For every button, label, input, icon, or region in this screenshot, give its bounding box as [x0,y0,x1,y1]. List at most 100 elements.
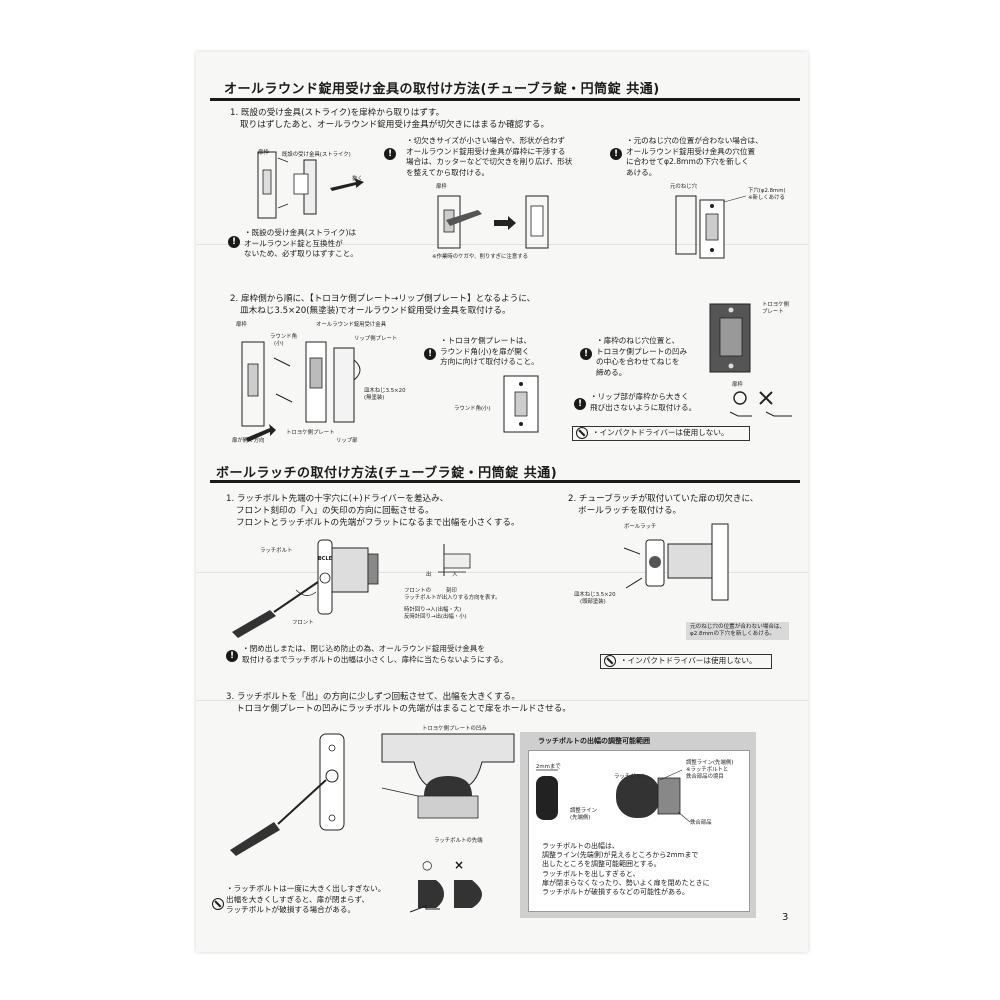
label-2mm: 2mmまで [536,764,561,770]
desc-line: ラッチボルトが破損するなどの可能性がある。 [542,888,689,897]
warning-line: ないため、必ず取りはずすこと。 [244,249,358,258]
lip-warning: ・リップ部が扉枠から大きく 飛び出さないように取付ける。 [590,392,696,413]
pilot-hole-figure [675,195,747,259]
label-new-hole-1: 下穴(φ2.8mm) [748,188,786,194]
warning-line: 場合は、カッターなどで切欠きを削り広げ、形状 [406,157,573,166]
warning-text-2: ・切欠きサイズが小さい場合や、形状が合わず オールラウンド錠用受け金具が扉枠に干… [406,136,572,178]
warning-icon: ! [580,348,592,360]
instruction-sheet: オールラウンド錠用受け金具の取付け方法(チューブラ錠・円筒錠 共通) 1. 既設… [196,52,808,952]
section2-title: ボールラッチの取付け方法(チューブラ錠・円筒錠 共通) [216,466,558,481]
hole-note: 元のねじ穴の位置が合わない場合は、 φ2.8mmの下穴を新しくあける。 [686,622,790,640]
impact-driver-ban-2: ・インパクトドライバーは使用しない。 [620,656,757,665]
label-screw-1: 皿木ねじ3.5×20 [574,592,616,598]
prohibited-icon [212,898,224,910]
warning-icon: ! [424,348,436,360]
label-frame: 扉枠 [236,322,247,328]
section2-rule [210,480,800,483]
warning-line: に合わせてφ2.8mmの下穴を新しく [626,157,750,166]
dir-note-1: フロントの [404,588,431,594]
label-tip: ラッチボルトの先端 [434,838,483,844]
adjust-line-left-2: (先端側) [570,815,591,821]
latch-range-figure [536,769,691,823]
s2-step1-line3: フロントとラッチボルトの先端がフラットになるまで出幅を小さくする。 [236,518,520,528]
ban-line: ラッチボルトが破損する場合がある。 [226,905,356,914]
label-out: 出 [426,572,432,578]
label-stamp: 刻印 [446,588,457,594]
warning-line: ・切欠きサイズが小さい場合や、形状が合わず [406,136,566,145]
label-lip: リップ部 [336,438,358,444]
label-strike: 既設の受け金具(ストライク) [282,152,351,158]
s2-step3-line2: トロヨケ側プレートの凹みにラッチボルトの先端がはまることで扉をホールドさせる。 [236,704,571,714]
ban-line: ・ラッチボルトは一度に大きく出しすぎない。 [226,884,386,893]
toroyoke-plate-figure [503,375,539,433]
label-remove: 抜く [352,176,363,182]
label-toroyoke: トロヨケ側プレート [286,430,335,436]
direction-figure [438,544,471,576]
injury-note: ※作業時のケガや、削りすぎに注意する [432,254,528,260]
label-ball-latch: ボールラッチ [624,524,657,530]
impact-driver-ban: ・インパクトドライバーは使用しない。 [592,428,729,437]
ban-line: 出幅を大きくしすぎると、扉が閉まらず、 [226,894,370,904]
fold-line [196,700,808,701]
label-round-small-1: ラウンド角 [270,334,297,340]
ball-latch-install-figure [623,523,729,601]
latch-extend-figure [230,733,345,856]
dir-note-2: ラッチボルトが出入りする方向を表す。 [404,595,501,601]
adjust-line-3: 鉄合部品の境目 [686,774,724,780]
adjust-line-2: ※ラッチボルトと [686,767,729,773]
ban-box [572,426,750,441]
s2-step3-line1: 3. ラッチボルトを「出」の方向に少しずつ回転させて、出幅を大きくする。 [226,692,520,702]
hole-note-line: 元のねじ穴の位置が合わない場合は、 [690,624,786,630]
warning-icon: ! [574,398,586,410]
label-frame: 扉枠 [732,382,743,388]
ok-mark: ○ [422,858,433,872]
label-latch-bolt: ラッチボルト [260,548,293,554]
warning-line: ・リップ部が扉枠から大きく [590,392,689,401]
warning-line: トロヨケ側プレートの凹み [596,346,688,356]
label-recess: トロヨケ側プレートの凹み [422,726,487,732]
s1-step1-line2: 取りはずしたあと、オールラウンド錠用受け金具が切欠きにはまるか確認する。 [240,120,550,130]
label-part: 鉄合部品 [690,820,712,826]
section1-title: オールラウンド錠用受け金具の取付け方法(チューブラ錠・円筒錠 共通) [224,82,660,97]
warning-icon: ! [384,148,396,160]
s2-step1-line2: フロント刻印の「入」の矢印の方向に回転させる。 [236,506,434,516]
warning-line: 取付けるまでラッチボルトの出幅は小さくし、扉枠に当たらないようにする。 [242,654,508,664]
label-latch-bolt: ラッチボルト [614,774,647,780]
label-screw-2: (無塗装) [364,395,385,401]
label-toroyoke-plate-1: トロヨケ側 [762,302,789,308]
warning-line: ・既設の受け金具(ストライク)は [244,228,357,237]
s2-step1-line1: 1. ラッチボルト先端の十字穴に(+)ドライバーを差込み、 [226,494,449,504]
section1-rule [210,98,800,101]
range-description: ラッチボルトの出幅は、 調整ライン(先端側)が見えるところから2mmまで 出した… [542,842,710,897]
range-panel-title: ラッチボルトの出幅の調整可能範囲 [538,737,650,745]
hole-note-line: φ2.8mmの下穴を新しくあける。 [690,631,776,637]
s2-step2-line2: ボールラッチを取付ける。 [578,506,682,516]
fold-line [196,572,808,573]
warning-line: ・扉枠のねじ穴位置と、 [596,336,680,345]
warning-line: を整えてから取付ける。 [406,167,490,177]
warning-line: あける。 [626,167,657,177]
warning-line: 締める。 [596,367,627,377]
note-line: ・トロヨケ側プレートは、 [440,336,532,345]
latch-warning: ・閉め出しまたは、閉じ込め防止の為、オールラウンド錠用受け金具を 取付けるまでラ… [242,644,508,665]
rotation-note-1: 時計回り→入(出幅・大) [404,607,462,613]
adjust-line-left-1: 調整ライン [570,808,597,814]
warning-line: ・元のねじ穴の位置が合わない場合は、 [626,136,763,145]
label-round-small-2: (小) [274,341,284,347]
desc-line: 調整ライン(先端側)が見えるところから2mmまで [542,851,699,860]
ban-box [600,654,772,669]
round-note: ・トロヨケ側プレートは、 ラウンド角(小)を扉が開く 方向に向けて取付けること。 [440,336,539,368]
label-front: フロント [292,620,314,626]
adjust-line-1: 調整ライン(先端側) [686,760,734,766]
brand-mark: BCLE [318,556,333,562]
prohibited-icon [576,427,588,439]
strike-install-figure [241,341,361,442]
strike-removal-figure [257,151,364,219]
warning-icon: ! [226,650,238,662]
lip-ok-ng-figure [729,391,792,417]
ok-ng-figure [409,880,482,913]
ng-mark: × [454,858,465,872]
note-line: ラウンド角(小)を扉が開く [440,346,530,356]
s2-step2-line1: 2. チューブラッチが取付いていた扉の切欠きに、 [568,494,759,504]
overextend-ban: ・ラッチボルトは一度に大きく出しすぎない。 出幅を大きくしすぎると、扉が閉まらず… [226,884,385,916]
